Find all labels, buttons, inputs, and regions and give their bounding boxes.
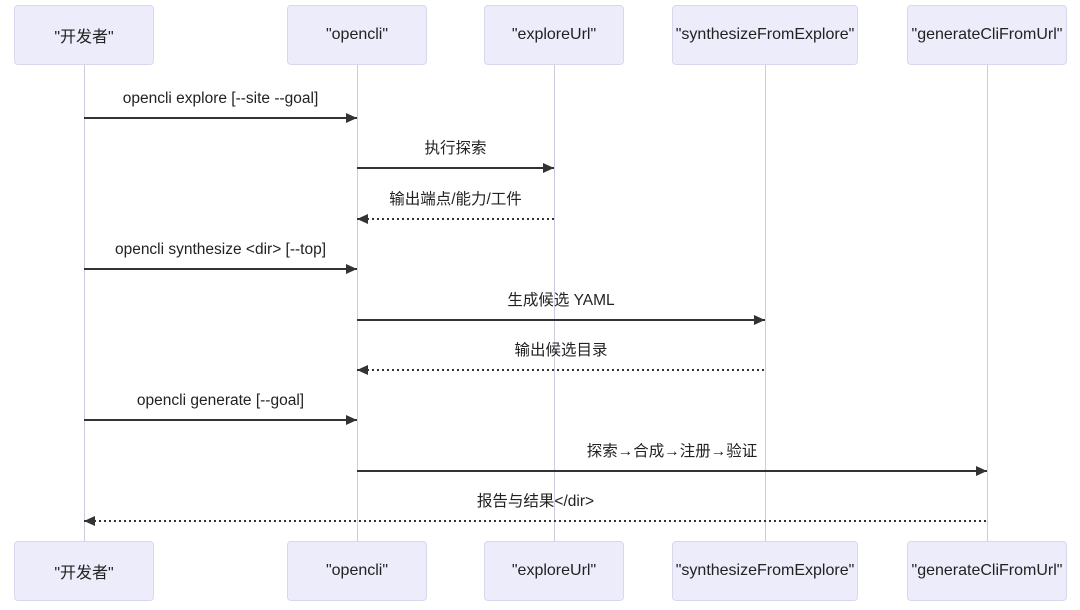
arrowhead-2 [357,213,368,224]
participant-box-top-opencli: "opencli" [287,5,427,65]
lifeline-developer [83,65,85,541]
participant-box-bottom-synthesizeFromExplore: "synthesizeFromExplore" [672,541,858,601]
message-arrow-1 [357,167,554,169]
message-label-4: 生成候选 YAML [507,292,615,309]
lifeline-exploreUrl [553,65,555,541]
participant-box-top-exploreUrl: "exploreUrl" [484,5,624,65]
arrowhead-4 [754,314,765,325]
lifeline-generateCliFromUrl [986,65,988,541]
message-label-8: 报告与结果</dir> [476,493,595,510]
participant-box-bottom-developer: "开发者" [14,541,154,601]
message-label-1: 执行探索 [424,140,487,157]
participant-box-bottom-exploreUrl: "exploreUrl" [484,541,624,601]
message-arrow-2 [357,218,554,220]
message-label-3: opencli synthesize <dir> [--top] [114,241,327,258]
message-arrow-7 [357,470,987,472]
participant-box-bottom-generateCliFromUrl: "generateCliFromUrl" [907,541,1067,601]
message-arrow-4 [357,319,765,321]
message-label-5: 输出候选目录 [514,342,608,359]
arrowhead-0 [346,112,357,123]
arrowhead-3 [346,263,357,274]
lifeline-opencli [356,65,358,541]
participant-box-top-developer: "开发者" [14,5,154,65]
arrowhead-5 [357,364,368,375]
message-label-7: 探索→合成→注册→验证 [586,443,758,460]
message-label-0: opencli explore [--site --goal] [122,90,319,107]
participant-box-bottom-opencli: "opencli" [287,541,427,601]
message-label-6: opencli generate [--goal] [136,392,305,409]
participant-box-top-synthesizeFromExplore: "synthesizeFromExplore" [672,5,858,65]
arrowhead-6 [346,414,357,425]
lifeline-synthesizeFromExplore [764,65,766,541]
participant-box-top-generateCliFromUrl: "generateCliFromUrl" [907,5,1067,65]
arrowhead-8 [84,515,95,526]
message-label-2: 输出端点/能力/工件 [389,191,522,208]
arrowhead-7 [976,465,987,476]
arrowhead-1 [543,162,554,173]
message-arrow-0 [84,117,357,119]
message-arrow-5 [357,369,765,371]
message-arrow-3 [84,268,357,270]
message-arrow-6 [84,419,357,421]
message-arrow-8 [84,520,987,522]
